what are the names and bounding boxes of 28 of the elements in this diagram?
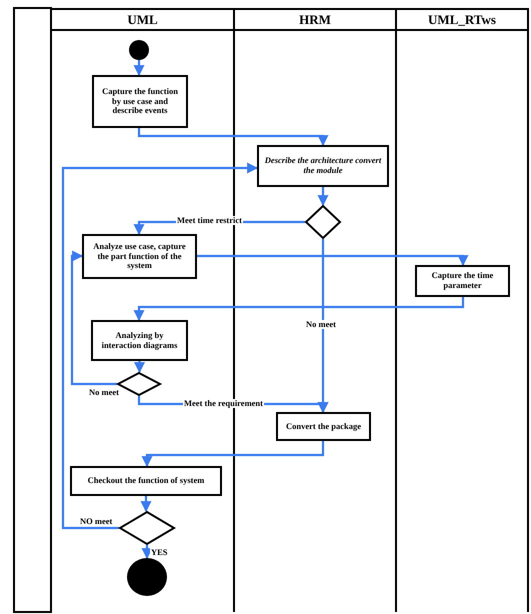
edge-label: No meet: [305, 320, 337, 328]
activity-box: Describe the architecture convert the module: [257, 145, 389, 187]
arrow: [62, 162, 258, 530]
activity-box: Checkout the function of system: [70, 466, 222, 496]
arrow: [134, 60, 144, 76]
activity-box: Analyze use case, capture the part function of the system: [82, 234, 197, 279]
edge-label: NO meet: [79, 517, 114, 526]
activity-box: Capture the function by use case and describe events: [92, 75, 188, 128]
swimlane: [395, 8, 529, 612]
arrow: [142, 545, 152, 560]
activity-box: Analyzing by interaction diagrams: [91, 320, 188, 361]
lane-header: UML_RTws: [397, 8, 527, 31]
arrow: [318, 187, 328, 206]
edge-label: Meet time restrict: [176, 216, 243, 224]
lane-header: UML: [52, 8, 233, 31]
activity-box: Convert the package: [276, 412, 371, 441]
arrow: [142, 441, 324, 468]
lane-header: HRM: [235, 8, 395, 31]
arrow: [134, 297, 464, 322]
arrow: [140, 496, 152, 512]
edge-label: YES: [150, 548, 169, 556]
edge-label: Meet the requirement: [183, 399, 264, 408]
arrow: [70, 250, 117, 386]
activity-box: Capture the time parameter: [415, 265, 510, 297]
arrow: [138, 128, 328, 146]
edge-label: No meet: [88, 388, 120, 396]
arrow: [197, 254, 468, 266]
arrow: [134, 361, 145, 374]
